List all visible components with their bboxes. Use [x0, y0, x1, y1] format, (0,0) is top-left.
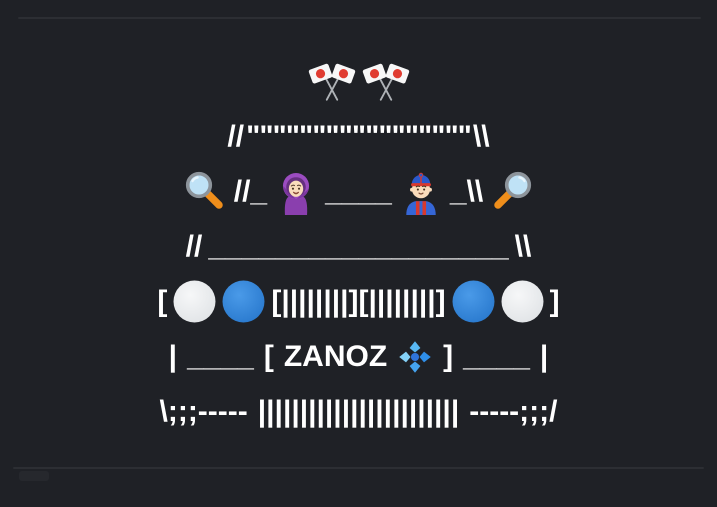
diamond-with-a-dot-icon	[399, 340, 431, 373]
hood-left: //	[185, 229, 203, 263]
grille-vents: [||||||||][||||||||]	[271, 284, 446, 318]
ascii-car-art: // """"""""""""""""" \\ //_ ____	[0, 54, 717, 439]
hood-row: // __________________ \\	[186, 219, 532, 274]
bumper-right-edge: |	[539, 339, 549, 373]
bumper-left-edge: |	[168, 339, 178, 373]
windshield-left-frame: //_	[233, 174, 268, 208]
woman-with-headscarf-icon	[283, 172, 310, 215]
top-divider	[18, 17, 701, 19]
roof-left: //	[227, 119, 245, 153]
hood-right: \\	[514, 229, 532, 263]
roof-row: // """"""""""""""""" \\	[227, 109, 489, 164]
windshield-right-frame: _\\	[449, 174, 484, 208]
bottom-divider	[13, 467, 704, 469]
crossed-flags-icon	[308, 63, 355, 101]
grille-close-bracket: ]	[549, 284, 560, 318]
plate-close-bracket: ]	[443, 339, 454, 373]
white-circle-icon	[501, 280, 544, 323]
grille-row: [ [||||||||][||||||||] ]	[157, 274, 560, 329]
windshield-mid-line: ____	[325, 174, 392, 208]
roof-ticks: """""""""""""""""	[246, 119, 472, 153]
crossed-flags-icon	[362, 63, 409, 101]
bumper-row: | ____ [ ZANOZ ] ____ |	[168, 329, 549, 384]
hood-line: __________________	[208, 229, 509, 263]
skirt-row: \;;;----- |||||||||||||||||||||||| -----…	[160, 384, 558, 439]
flags-row	[308, 54, 410, 109]
skirt-right: -----;;;/	[469, 394, 558, 428]
bumper-left-line: ____	[187, 339, 254, 373]
bottom-left-thumb	[19, 471, 49, 481]
magnifying-glass-right-icon	[494, 171, 532, 209]
skirt-left: \;;;-----	[159, 394, 248, 428]
roof-right: \\	[472, 119, 490, 153]
blue-circle-icon	[222, 280, 265, 323]
skirt-vents: ||||||||||||||||||||||||	[257, 394, 460, 428]
grille-open-bracket: [	[157, 284, 168, 318]
man-with-chinese-cap-icon	[406, 172, 436, 215]
magnifying-glass-left-icon	[185, 171, 223, 209]
white-circle-icon	[173, 280, 216, 323]
bumper-right-line: ____	[463, 339, 530, 373]
windshield-row: //_ ____	[182, 164, 535, 219]
blue-circle-icon	[452, 280, 495, 323]
plate-open-bracket: [	[263, 339, 274, 373]
plate-text: ZANOZ	[283, 339, 388, 373]
